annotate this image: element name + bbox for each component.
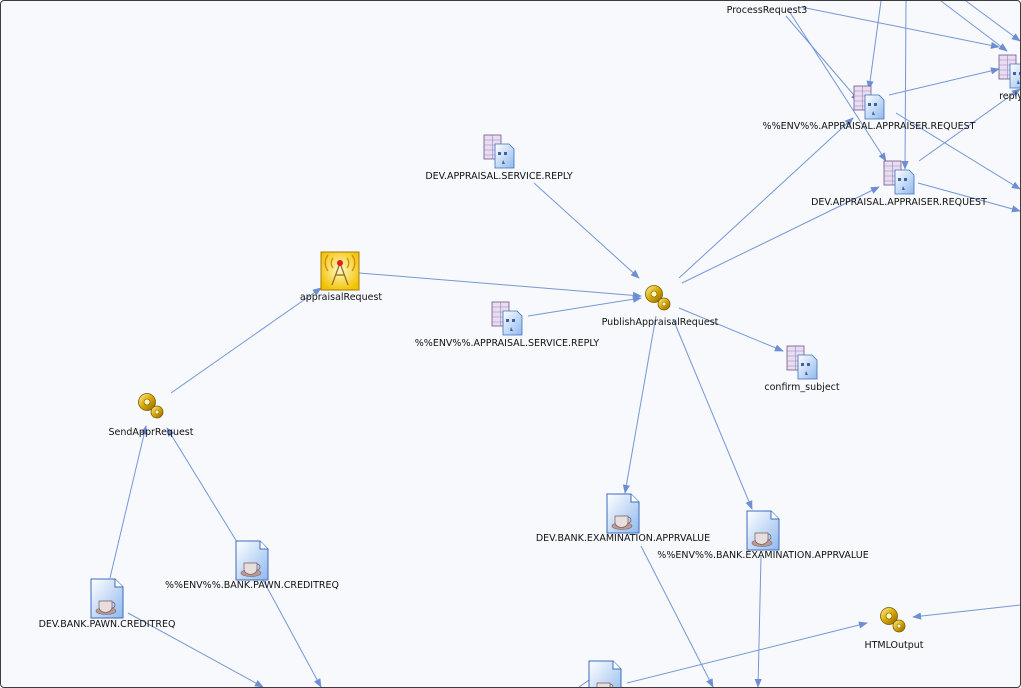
queue-icon (998, 54, 1020, 89)
partial-edge[interactable] (785, 15, 860, 102)
partial-edge[interactable] (754, 556, 762, 687)
node-n16[interactable] (588, 660, 622, 687)
edge-n4-to-n7[interactable] (533, 182, 640, 279)
queue-icon (853, 85, 885, 120)
partial-edge[interactable] (640, 545, 714, 687)
node-layer: ProcessRequest3 reply %%ENV%%.APPRAISAL.AP… (39, 5, 1020, 687)
node-n5[interactable]: DEV.APPRAISAL.APPRAISER.REQUEST (811, 160, 987, 208)
document-icon (235, 540, 269, 581)
node-label: appraisalRequest (300, 292, 383, 303)
node-n10[interactable]: SendApprRequest (109, 393, 194, 439)
node-n9[interactable]: confirm_subject (764, 345, 840, 393)
document-icon (588, 660, 622, 687)
edge-n14-to-n10[interactable] (109, 425, 148, 579)
queue-icon (491, 301, 523, 336)
node-label: %%ENV%%.APPRAISAL.SERVICE.REPLY (415, 338, 600, 349)
node-label: HTMLOutput (864, 640, 923, 651)
edge-n10-to-n6[interactable] (170, 287, 322, 394)
edge-n7-to-n9[interactable] (678, 307, 784, 352)
node-label: %%ENV%%.BANK.EXAMINATION.APPRVALUE (657, 550, 868, 561)
node-label: confirm_subject (764, 382, 839, 393)
edge-n6-to-n7[interactable] (358, 272, 642, 299)
edge-n7-to-n12[interactable] (672, 318, 753, 510)
broadcast-icon (320, 251, 360, 291)
node-label: %%ENV%%.BANK.PAWN.CREDITREQ (165, 580, 339, 591)
queue-icon (483, 134, 515, 169)
partial-edge[interactable] (912, 604, 1020, 620)
gear-icon (880, 607, 906, 633)
partial-edge[interactable] (127, 612, 264, 687)
document-icon (606, 493, 640, 534)
node-n3[interactable]: %%ENV%%.APPRAISAL.APPRAISER.REQUEST (763, 85, 976, 132)
node-n8[interactable]: %%ENV%%.APPRAISAL.SERVICE.REPLY (415, 301, 600, 349)
node-label: SendApprRequest (109, 427, 194, 438)
node-n14[interactable]: DEV.BANK.PAWN.CREDITREQ (39, 578, 176, 630)
gear-icon (138, 393, 164, 419)
node-n4[interactable]: DEV.APPRAISAL.SERVICE.REPLY (425, 134, 573, 182)
node-n12[interactable]: %%ENV%%.BANK.EXAMINATION.APPRVALUE (657, 510, 869, 561)
partial-edge[interactable] (918, 88, 1020, 162)
queue-icon (786, 345, 818, 380)
partial-edge[interactable] (940, 1, 1008, 52)
partial-edge[interactable] (895, 112, 1020, 190)
gear-icon (645, 285, 671, 311)
queue-icon (883, 160, 915, 195)
partial-edge[interactable] (866, 1, 882, 90)
node-n15[interactable]: HTMLOutput (864, 607, 924, 652)
edge-n7-to-n11[interactable] (622, 315, 657, 494)
edge-n7-to-n3[interactable] (678, 117, 854, 279)
node-label: DEV.BANK.EXAMINATION.APPRVALUE (536, 533, 710, 544)
node-label: DEV.APPRAISAL.SERVICE.REPLY (425, 171, 573, 182)
node-n6[interactable]: appraisalRequest (300, 251, 383, 303)
edge-n1-to-n2[interactable] (800, 6, 1000, 49)
node-label: reply (999, 91, 1020, 102)
edge-n7-to-n5[interactable] (681, 186, 880, 284)
node-n2[interactable]: reply (998, 54, 1020, 102)
partial-edge[interactable] (965, 1, 1020, 42)
node-label: ProcessRequest3 (727, 5, 808, 16)
edge-n8-to-n7[interactable] (527, 295, 642, 317)
partial-edge[interactable] (917, 182, 1020, 213)
node-n13[interactable]: %%ENV%%.BANK.PAWN.CREDITREQ (165, 540, 339, 591)
node-n1[interactable]: ProcessRequest3 (727, 5, 808, 16)
edge-n3-to-n2[interactable] (888, 67, 1000, 96)
node-label: PublishAppraisalRequest (602, 317, 719, 328)
edge-layer (109, 6, 1000, 684)
document-icon (746, 510, 780, 551)
edge-n16-to-n15[interactable] (626, 621, 868, 684)
node-n7[interactable]: PublishAppraisalRequest (602, 285, 719, 329)
document-icon (90, 578, 124, 619)
offscreen-edge-layer (127, 1, 1020, 687)
node-label: DEV.APPRAISAL.APPRAISER.REQUEST (811, 197, 987, 208)
node-label: %%ENV%%.APPRAISAL.APPRAISER.REQUEST (763, 121, 976, 132)
node-label: DEV.BANK.PAWN.CREDITREQ (39, 619, 176, 630)
partial-edge[interactable] (261, 577, 322, 687)
partial-edge[interactable] (901, 1, 909, 170)
partial-edge[interactable] (788, 10, 887, 162)
edge-n13-to-n10[interactable] (166, 427, 238, 543)
node-n11[interactable]: DEV.BANK.EXAMINATION.APPRVALUE (536, 493, 710, 544)
